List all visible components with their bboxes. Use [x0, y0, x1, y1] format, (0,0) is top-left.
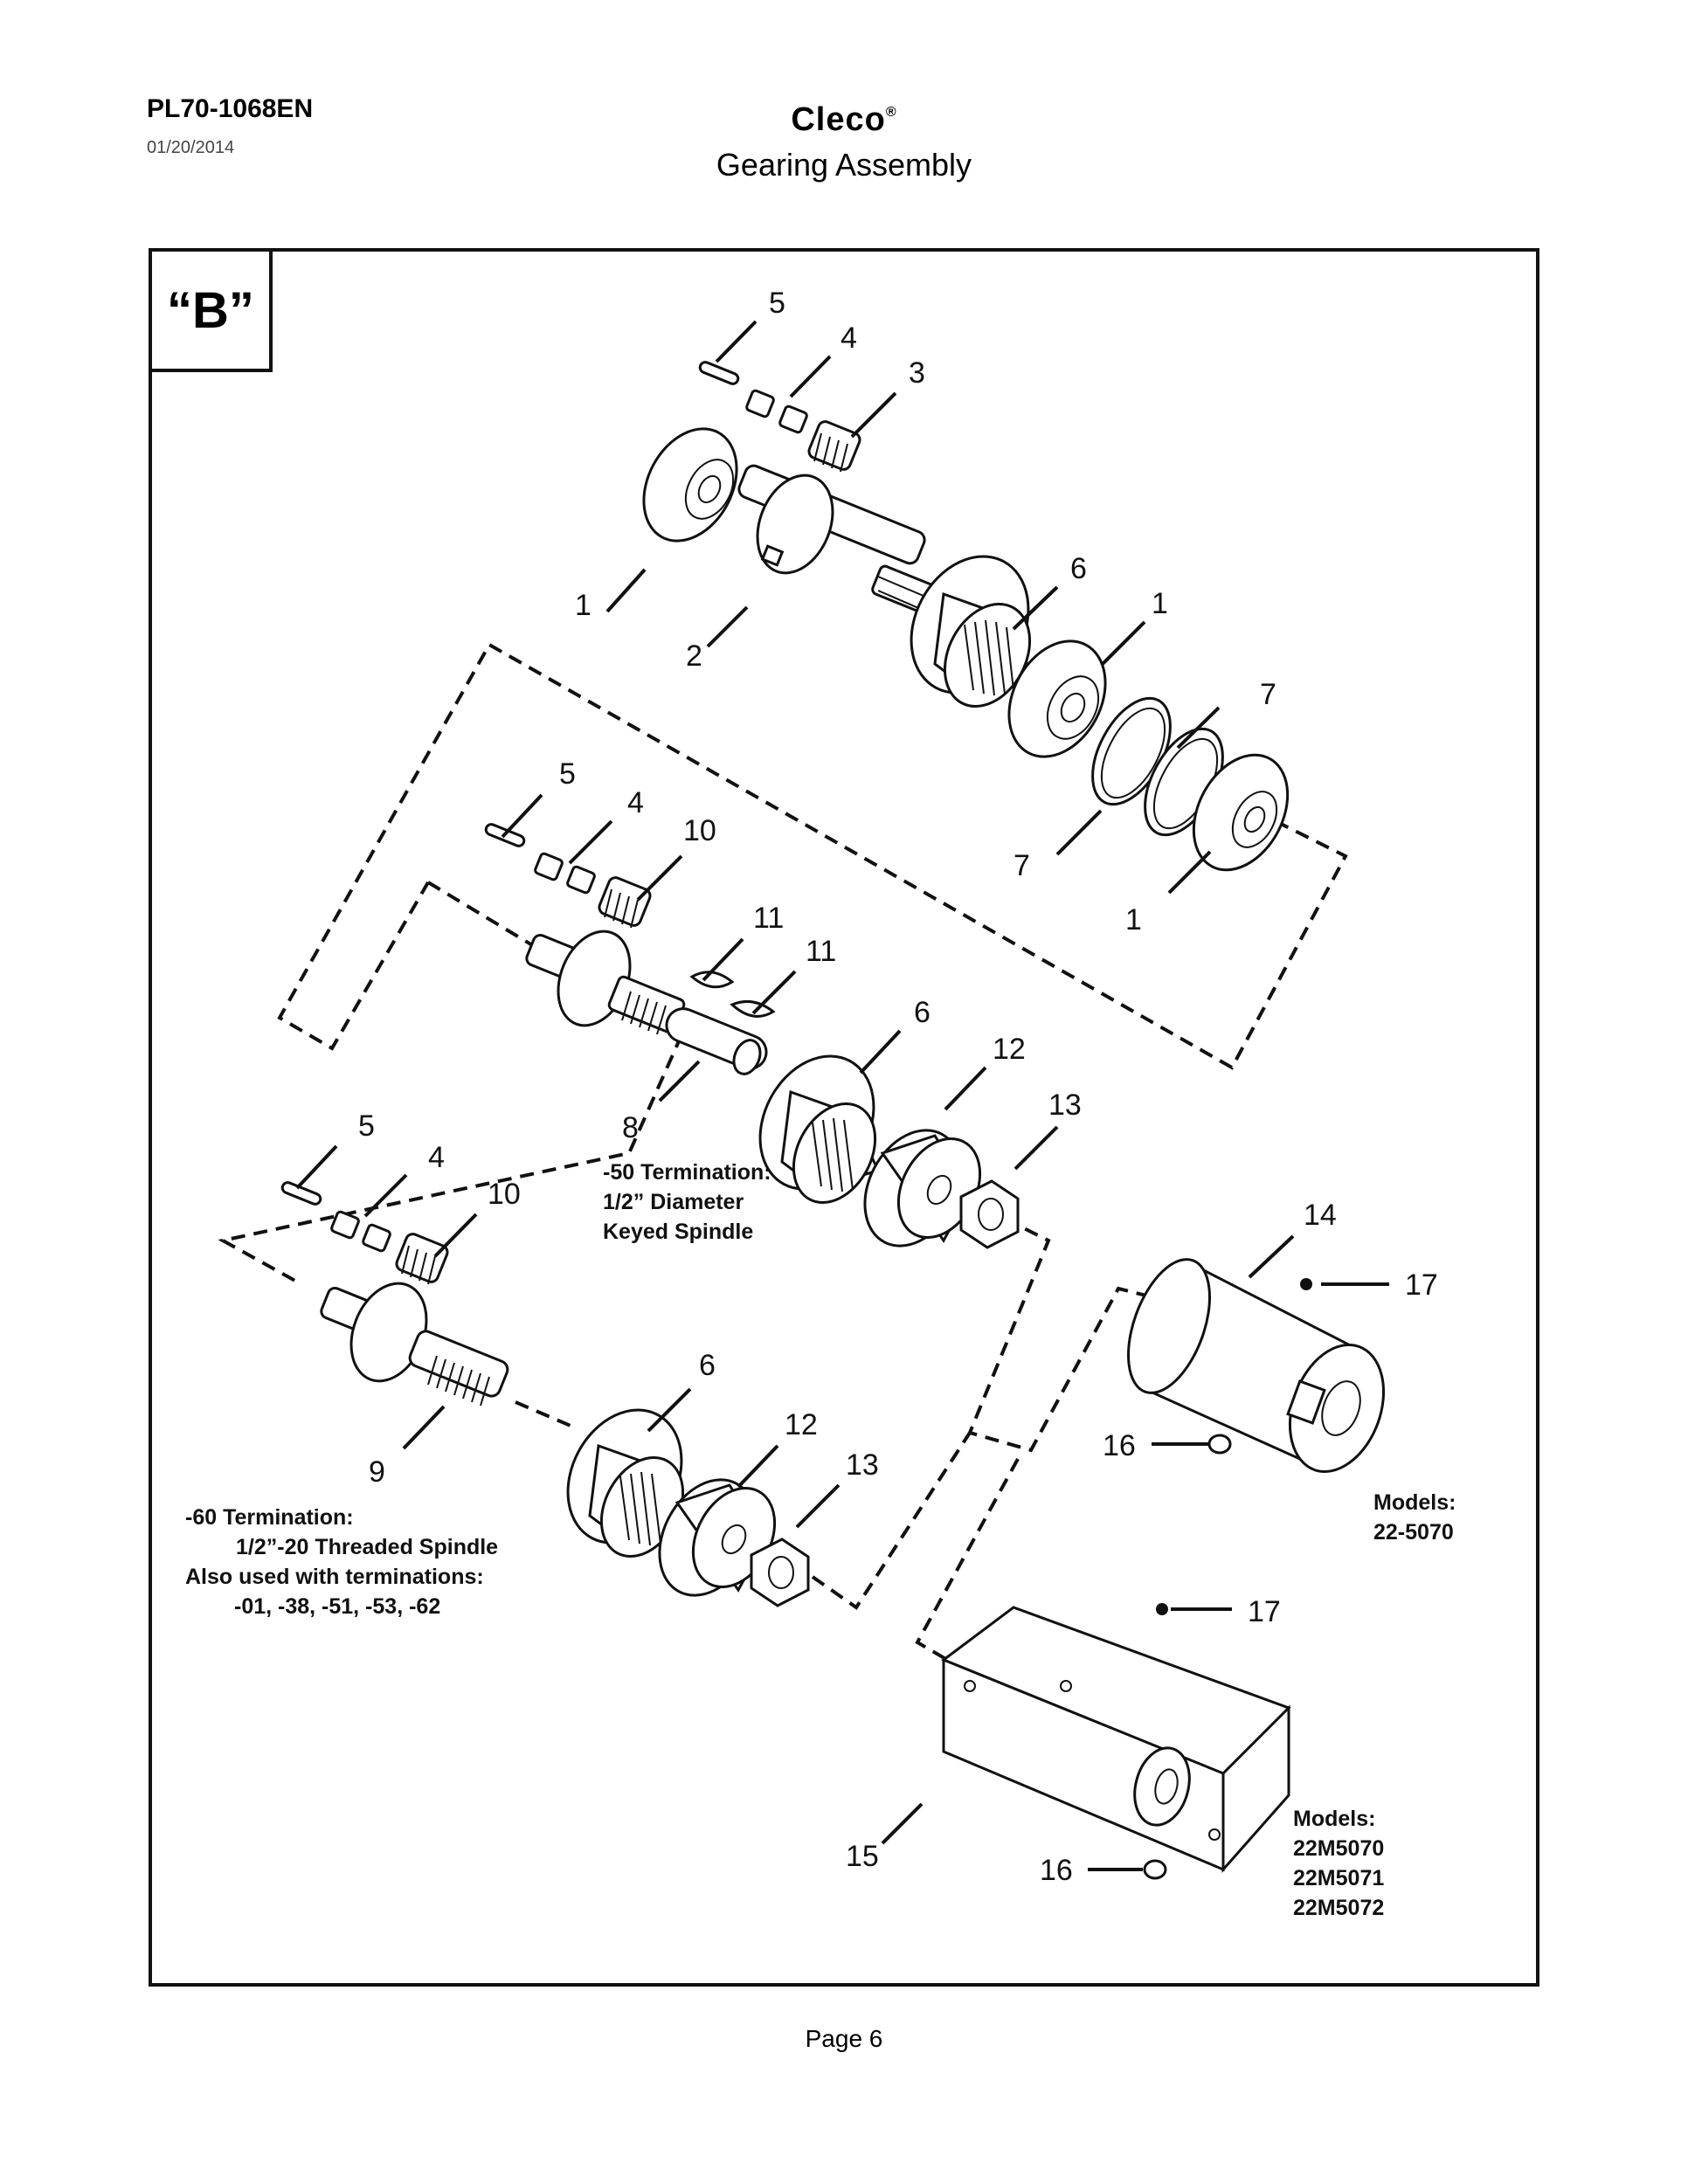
bearing-1-top-right [1192, 753, 1290, 872]
pin-5-top [698, 361, 740, 385]
callout-8: 8 [622, 1111, 639, 1144]
callout-1: 1 [1125, 903, 1142, 936]
note-line: Keyed Spindle [603, 1220, 753, 1244]
callout-9: 9 [369, 1455, 385, 1489]
note-line: 1/2” Diameter [603, 1190, 744, 1214]
callout-14: 14 [1304, 1199, 1337, 1232]
callout-5: 5 [358, 1109, 375, 1143]
bushing-4-bottom [330, 1210, 391, 1253]
note-line: Models: [1293, 1807, 1375, 1831]
ring-gear-6-top [910, 555, 1034, 708]
plug-16-b [1143, 1859, 1167, 1880]
models-note-housing-15: Models: 22M5070 22M5071 22M5072 [1293, 1807, 1384, 1920]
plug-16-a [1207, 1434, 1232, 1455]
gear-10-bottom [395, 1233, 449, 1285]
ring-gear-6-middle [758, 1054, 881, 1205]
callout-11: 11 [753, 902, 784, 935]
note-line: 22M5071 [1293, 1866, 1384, 1890]
callout-4: 4 [841, 321, 857, 355]
carrier-shaft-2 [737, 464, 955, 623]
gear-3-top [807, 420, 861, 473]
bearing-1-top-left [642, 427, 738, 543]
termination-note-50: -50 Termination: 1/2” Diameter Keyed Spi… [603, 1160, 771, 1244]
note-line: 22M5070 [1293, 1836, 1384, 1861]
callout-6: 6 [1070, 552, 1087, 585]
housing-14 [1127, 1258, 1386, 1474]
callout-11: 11 [806, 935, 836, 968]
callout-6: 6 [914, 996, 930, 1029]
bearing-12-bottom [658, 1478, 777, 1597]
view-label: “B” [167, 282, 254, 339]
note-line: 22M5072 [1293, 1896, 1384, 1920]
callout-12: 12 [993, 1033, 1026, 1066]
callout-12: 12 [785, 1408, 818, 1441]
callout-2: 2 [686, 639, 702, 673]
models-note-housing-14: Models: 22-5070 [1373, 1490, 1456, 1545]
keyed-spindle-8 [525, 930, 768, 1075]
callout-16: 16 [1040, 1854, 1073, 1887]
callout-17: 17 [1405, 1268, 1438, 1302]
callout-3: 3 [909, 356, 925, 390]
note-line: 1/2”-20 Threaded Spindle [236, 1535, 498, 1559]
document-date: 01/20/2014 [147, 138, 235, 157]
note-line: -50 Termination: [603, 1160, 771, 1185]
brand-logo: Cleco® [0, 101, 1688, 139]
gear-10-middle [598, 876, 652, 929]
bearing-1-top-mid [1007, 639, 1107, 758]
termination-note-60: -60 Termination: 1/2”-20 Threaded Spindl… [185, 1505, 498, 1619]
view-label-box [150, 250, 273, 372]
note-line: Models: [1373, 1490, 1456, 1515]
callout-13: 13 [846, 1448, 879, 1482]
note-line: -60 Termination: [185, 1505, 354, 1530]
callout-10: 10 [488, 1178, 521, 1211]
page-number: Page 6 [805, 2025, 883, 2052]
bushing-4-top [745, 389, 808, 434]
callout-10: 10 [683, 814, 716, 847]
pin-5-bottom [280, 1181, 322, 1206]
callout-1: 1 [575, 589, 591, 622]
document-number: PL70-1068EN [147, 94, 314, 123]
callout-13: 13 [1048, 1089, 1082, 1122]
callout-5: 5 [559, 757, 576, 791]
threaded-spindle-9 [320, 1282, 509, 1406]
page-title: Gearing Assembly [716, 147, 972, 183]
callout-1: 1 [1152, 587, 1168, 620]
callout-16: 16 [1103, 1429, 1136, 1462]
nut-13-bottom [750, 1538, 810, 1607]
callout-17: 17 [1248, 1595, 1281, 1628]
nut-13-middle [959, 1179, 1020, 1249]
assembly-paths [218, 642, 1348, 1675]
note-line: Also used with terminations: [185, 1565, 484, 1589]
callout-7: 7 [1260, 678, 1276, 711]
note-line: 22-5070 [1373, 1520, 1454, 1545]
callout-6: 6 [699, 1349, 716, 1382]
callout-4: 4 [627, 786, 644, 819]
callout-labels: 5 4 3 1 2 6 1 7 7 1 5 4 10 11 11 6 12 13… [358, 287, 1438, 1887]
set-screw-17-a [1300, 1278, 1312, 1290]
set-screw-17-b [1156, 1603, 1168, 1615]
leader-lines [295, 320, 1389, 1871]
registered-mark: ® [885, 105, 897, 120]
callout-15: 15 [846, 1840, 879, 1873]
brand-name: Cleco [791, 101, 886, 138]
callout-4: 4 [428, 1141, 445, 1174]
bearing-12-middle [863, 1129, 982, 1248]
housing-15 [940, 1606, 1291, 1873]
callout-5: 5 [769, 287, 785, 320]
callout-7: 7 [1013, 849, 1030, 882]
bushing-4-middle [534, 852, 596, 895]
diagram-frame [149, 248, 1539, 1987]
note-line: -01, -38, -51, -53, -62 [234, 1594, 440, 1619]
